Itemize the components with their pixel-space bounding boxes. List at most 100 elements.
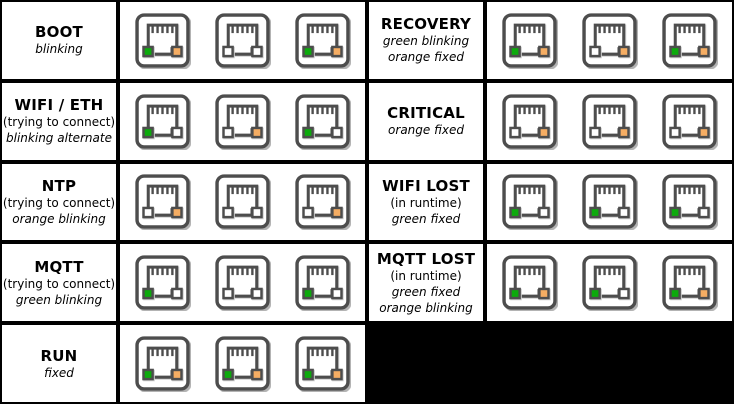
port-pins-icon [518, 268, 541, 276]
port-icons [120, 244, 365, 322]
state-label: WIFI LOST (in runtime)green fixed [369, 163, 483, 241]
rj45-port-icon [135, 94, 190, 149]
rj45-port-icon [502, 174, 557, 230]
rj45-port-icon [662, 255, 717, 310]
orange-led [331, 288, 343, 300]
port-icons [120, 163, 365, 241]
green-led [142, 368, 154, 381]
orange-led [538, 126, 550, 138]
port-pins-icon [678, 107, 701, 114]
state-label: CRITICAL orange fixed [369, 82, 483, 160]
orange-led [171, 126, 183, 139]
port-pins-icon [151, 268, 174, 276]
orange-led [171, 288, 183, 300]
state-subline: (trying to connect) [2, 115, 116, 130]
port-pins-icon [518, 26, 541, 33]
state-row: BOOT blinking [2, 2, 365, 79]
rj45-port-icon [215, 174, 270, 230]
green-led [509, 207, 521, 219]
green-led [302, 45, 314, 58]
port-icons [120, 325, 365, 402]
state-subline: green blinking [15, 292, 103, 307]
green-led [142, 207, 154, 219]
orange-led [698, 45, 710, 58]
state-label: RUN fixed [2, 325, 116, 402]
rj45-port-icon [295, 94, 350, 149]
green-led [222, 45, 234, 58]
rj45-port-icon [582, 93, 637, 149]
state-subline: (trying to connect) [2, 276, 116, 291]
green-led [669, 45, 681, 58]
rj45-port-icon [135, 255, 190, 310]
state-row: WIFI / ETH (trying to connect)blinking a… [2, 82, 365, 160]
green-led [222, 126, 234, 139]
orange-led [618, 207, 630, 219]
state-subline: orange blinking [12, 211, 106, 226]
green-led [222, 288, 234, 300]
state-label: NTP (trying to connect)orange blinking [2, 163, 116, 241]
rj45-port-icon [215, 336, 270, 391]
orange-led [171, 368, 183, 381]
green-led [509, 45, 521, 58]
orange-led [698, 207, 710, 219]
state-subline: orange fixed [388, 123, 464, 138]
green-led [669, 287, 681, 300]
state-subline: fixed [44, 365, 74, 380]
rj45-port-icon [215, 94, 270, 149]
rj45-port-icon [502, 93, 557, 149]
green-led [142, 126, 154, 139]
state-row: RUN fixed [2, 325, 365, 402]
orange-led [251, 368, 263, 381]
orange-led [538, 207, 550, 219]
state-row: MQTT (trying to connect)green blinking [2, 244, 365, 322]
port-icons [487, 244, 732, 321]
state-row: CRITICAL orange fixed [369, 82, 732, 160]
state-subline: green fixed [391, 284, 461, 299]
port-pins-icon [231, 26, 254, 33]
state-title: BOOT [35, 23, 83, 42]
port-pins-icon [311, 107, 334, 114]
port-pins-icon [231, 349, 254, 357]
state-title: MQTT [34, 257, 84, 276]
orange-led [171, 45, 183, 58]
green-led [142, 288, 154, 300]
green-led [302, 368, 314, 381]
orange-led [331, 45, 343, 58]
green-led [589, 207, 601, 219]
rj45-port-icon [295, 255, 350, 310]
state-title: CRITICAL [387, 104, 465, 123]
port-icons [120, 2, 365, 79]
orange-led [538, 287, 550, 300]
rj45-port-icon [295, 174, 350, 230]
green-led [222, 368, 234, 381]
state-title: MQTT LOST [376, 249, 476, 268]
rj45-port-icon [135, 13, 190, 68]
green-led [669, 126, 681, 138]
rj45-port-icon [295, 13, 350, 68]
port-icons [487, 163, 732, 241]
port-pins-icon [151, 107, 174, 114]
rj45-port-icon [215, 255, 270, 310]
rj45-port-icon [582, 174, 637, 230]
orange-led [331, 207, 343, 219]
port-icons [120, 82, 365, 160]
green-led [142, 45, 154, 58]
rj45-port-icon [582, 13, 637, 68]
state-title: NTP [41, 176, 77, 195]
port-pins-icon [231, 107, 254, 114]
rj45-port-icon [662, 13, 717, 68]
port-pins-icon [151, 26, 174, 33]
orange-led [251, 288, 263, 300]
state-title: WIFI LOST [382, 176, 470, 195]
green-led [589, 126, 601, 138]
port-icons [487, 82, 732, 160]
green-led [222, 207, 234, 219]
port-pins-icon [598, 187, 621, 195]
state-title: WIFI / ETH [14, 96, 104, 115]
port-pins-icon [311, 187, 334, 195]
